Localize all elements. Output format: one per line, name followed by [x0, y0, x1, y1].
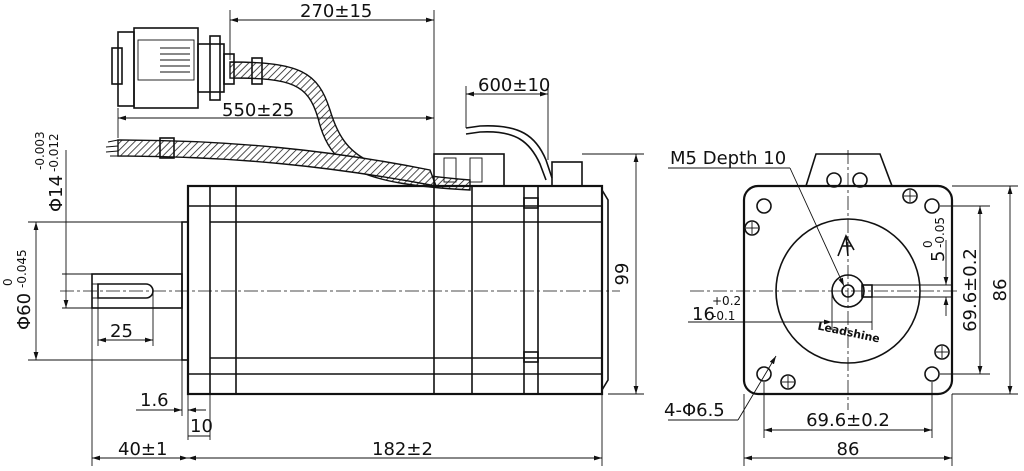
dim-bolt-spacing-horizontal: 69.6±0.2	[806, 410, 890, 431]
dim-pilot-diameter: Φ60 0 -0.045	[1, 249, 35, 330]
dim-600: 600±10	[478, 75, 550, 96]
dim-keyway-depth-main: 5	[928, 251, 949, 262]
dim-pilot-diameter-tol-upper: 0	[1, 278, 15, 286]
dim-shaft-diameter-main: Φ14	[46, 175, 67, 212]
dim-99: 99	[612, 263, 633, 286]
logo-mark	[837, 234, 855, 257]
thread-label: M5 Depth 10	[670, 148, 786, 169]
dim-10: 10	[190, 416, 213, 437]
dim-shaft-diameter: Φ14 -0.003 -0.012	[33, 131, 67, 212]
dim-pilot-diameter-tol-lower: -0.045	[15, 249, 29, 288]
dim-flange-height: 86	[990, 279, 1011, 302]
top-connectors	[433, 125, 583, 187]
dim-keyway-width: 16 +0.2 -0.1	[692, 294, 741, 325]
dim-keyway-width-main: 16	[692, 304, 715, 325]
dim-keyway-width-tol-lower: -0.1	[712, 309, 735, 323]
dim-270: 270±15	[300, 1, 372, 22]
front-dimensions	[668, 167, 1018, 466]
dim-keyway-width-tol-upper: +0.2	[712, 294, 741, 308]
dim-pilot-diameter-main: Φ60	[14, 293, 35, 330]
dim-550: 550±25	[222, 100, 294, 121]
mounting-holes	[756, 198, 940, 382]
dim-shaft-diameter-tol-lower: -0.012	[47, 133, 61, 172]
dim-40: 40±1	[118, 439, 167, 460]
connector-bracket	[804, 153, 894, 187]
side-dimensions	[28, 10, 644, 466]
side-view: 270±15 550±25 600±10 99 Φ14 -0.003 -0.01…	[1, 1, 644, 466]
front-view: Leadshine	[664, 148, 1018, 466]
dim-25: 25	[110, 321, 133, 342]
dim-keyway-depth-tol-lower: -0.05	[933, 217, 947, 248]
dim-1-6: 1.6	[140, 390, 169, 411]
dim-flange-width: 86	[837, 439, 860, 460]
holes-label: 4-Φ6.5	[664, 400, 725, 421]
motor-body	[181, 184, 609, 396]
dim-bolt-spacing-vertical: 69.6±0.2	[960, 248, 981, 332]
dim-182: 182±2	[372, 439, 433, 460]
dim-keyway-depth-tol-upper: 0	[921, 240, 935, 248]
dim-keyway-depth: 5 0 -0.05	[921, 217, 949, 262]
encoder-connector	[111, 27, 263, 109]
dim-shaft-diameter-tol-upper: -0.003	[33, 131, 47, 170]
brand-label: Leadshine	[816, 320, 881, 346]
screws	[744, 188, 950, 390]
